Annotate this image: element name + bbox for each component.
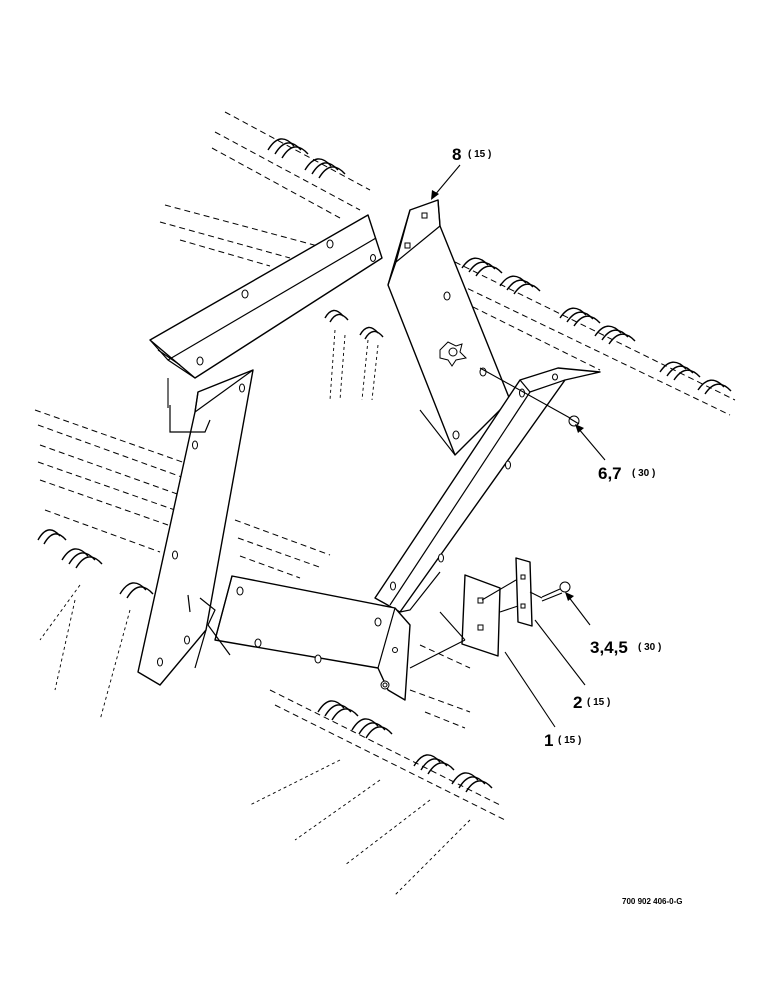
callout-6-7-number: 6,7 — [598, 464, 622, 483]
lower-angle-bracket — [199, 575, 411, 701]
callout-arrows — [431, 164, 606, 728]
auger-fingers — [39, 584, 471, 896]
callout-6-7-qty: ( 30 ) — [632, 468, 655, 479]
part-1-plate — [461, 574, 501, 657]
callout-8: 8 ( 15 ) — [452, 145, 491, 164]
upper-angle-bracket — [149, 214, 383, 379]
callout-2-number: 2 — [573, 693, 582, 712]
part-8-plate — [387, 199, 511, 456]
callout-3-4-5-qty: ( 30 ) — [638, 642, 661, 653]
right-angle-bracket — [374, 367, 601, 613]
callout-1: 1 ( 15 ) — [544, 731, 581, 750]
callout-3-4-5: 3,4,5 ( 30 ) — [590, 638, 661, 657]
callout-8-number: 8 — [452, 145, 461, 164]
background-frame-lines — [34, 111, 736, 821]
part-2-strap — [515, 557, 533, 627]
callout-3-4-5-number: 3,4,5 — [590, 638, 628, 657]
callout-1-number: 1 — [544, 731, 553, 750]
drawing-reference-number: 700 902 406-0-G — [622, 897, 683, 906]
callout-8-qty: ( 15 ) — [468, 149, 491, 160]
callout-6-7: 6,7 ( 30 ) — [598, 464, 655, 483]
callout-2: 2 ( 15 ) — [573, 693, 610, 712]
hardware-bolts — [541, 415, 580, 602]
auger-coils — [37, 138, 732, 793]
callout-1-qty: ( 15 ) — [558, 735, 581, 746]
assembly-lines — [167, 367, 571, 669]
callout-2-qty: ( 15 ) — [587, 697, 610, 708]
left-angle-bracket — [137, 369, 254, 686]
